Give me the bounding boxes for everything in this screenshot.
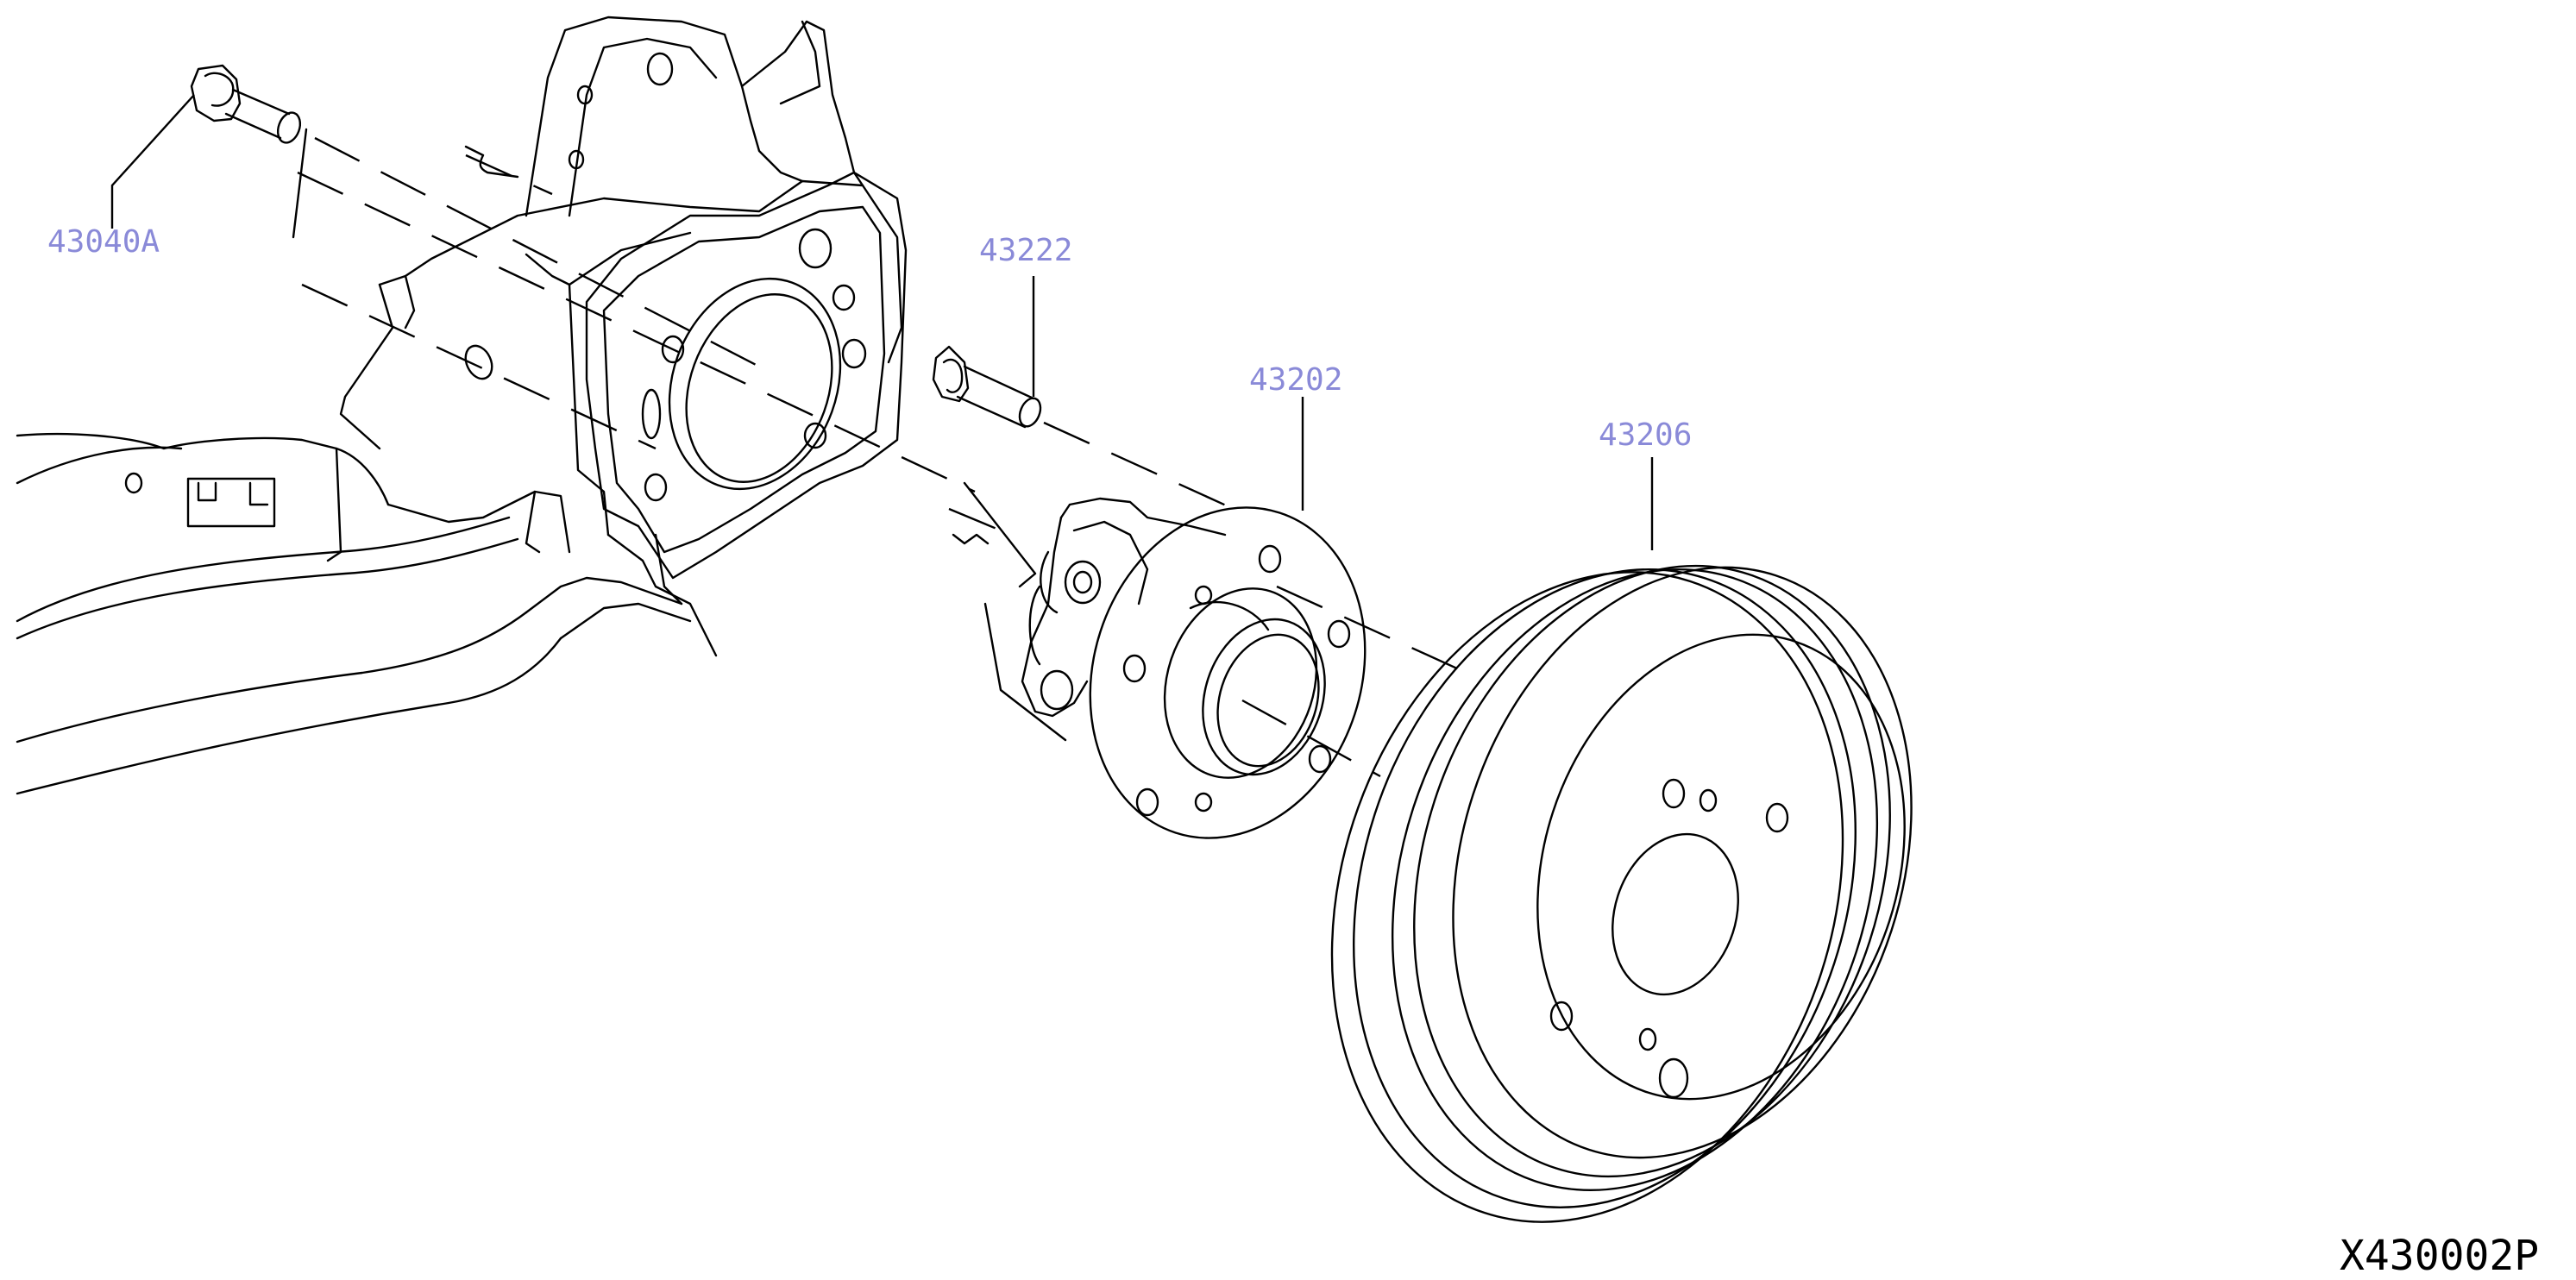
diagram-code: X430002P xyxy=(2340,1232,2539,1280)
callout-drum-43206: 43206 xyxy=(1599,417,1692,453)
leader-lines xyxy=(110,94,1654,550)
axle-beam xyxy=(16,432,692,795)
backing-plate xyxy=(585,171,908,580)
callout-hub-43202: 43202 xyxy=(1249,362,1342,398)
assembly-lines xyxy=(292,128,1467,778)
callout-bolt-43040a: 43040A xyxy=(47,224,160,260)
callout-stud-43222: 43222 xyxy=(979,233,1072,268)
brake-drum-part xyxy=(1330,564,1913,1223)
bolt-part xyxy=(190,64,302,144)
hub-bearing-part xyxy=(1021,497,1367,839)
knuckle-bracket xyxy=(339,16,903,657)
wheel-stud-part xyxy=(932,345,1042,429)
